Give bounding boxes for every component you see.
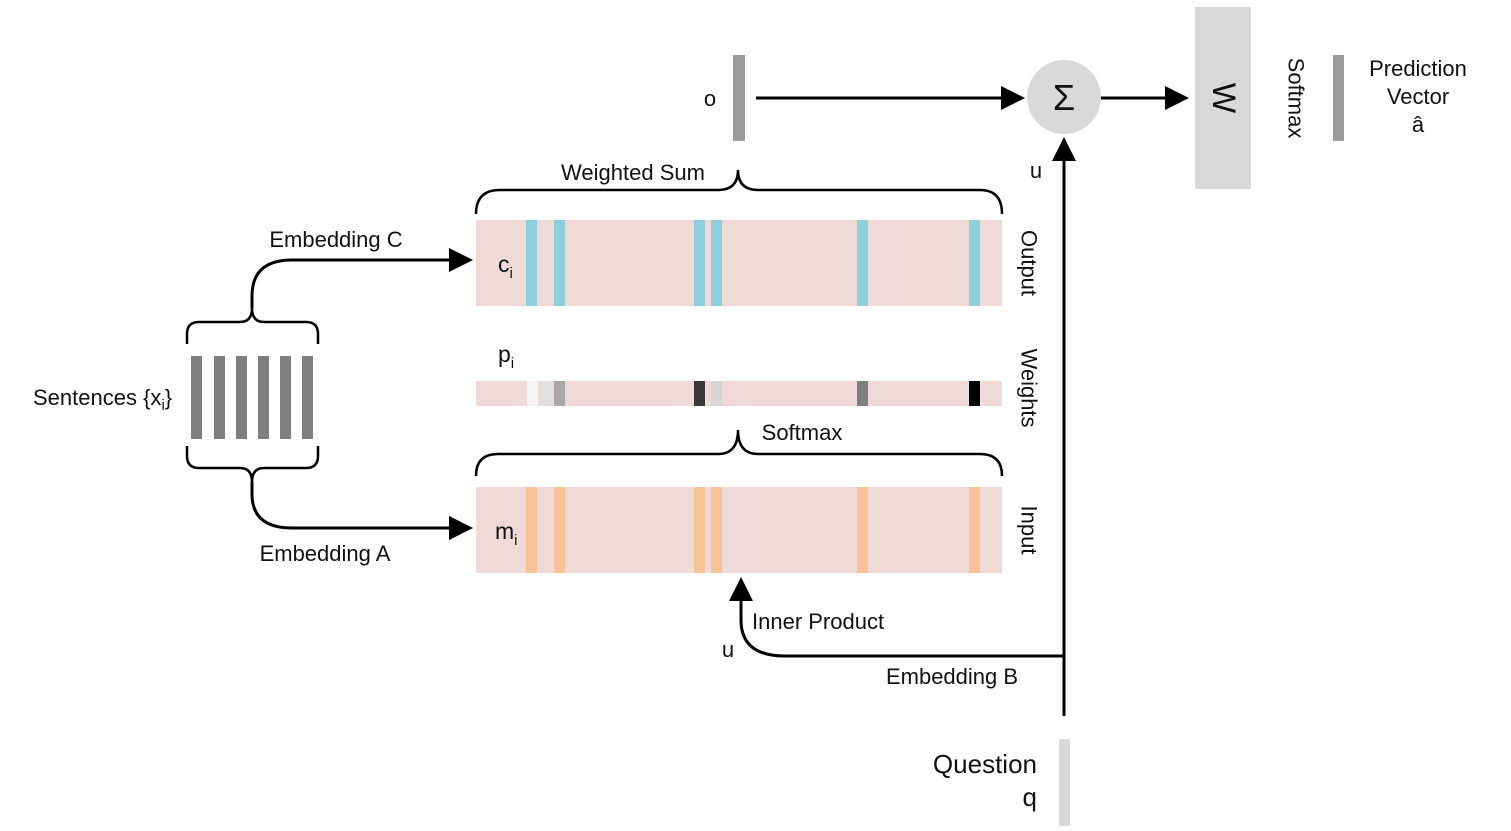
m-label: mi [495,518,518,549]
question-label-line1: Question [933,749,1037,779]
output-stripe [526,220,537,306]
input-label: Input [1017,506,1042,555]
u-bottom-label: u [722,637,734,662]
sentences-top-brace [185,307,320,344]
prediction-vector-bar [1333,55,1344,141]
w-matrix-block [1195,7,1251,189]
input-stripes [526,487,980,573]
prediction-label-line2: Vector [1387,84,1449,109]
c-label: ci [498,251,513,282]
input-stripe [526,487,537,573]
sum-node [1027,60,1101,134]
weight-cell [711,381,722,406]
input-stripe [554,487,565,573]
output-stripe [554,220,565,306]
output-stripe [969,220,980,306]
u-top-label: u [1030,158,1042,183]
sentence-bars [191,356,313,439]
embedding-a-arrow [250,482,473,540]
weight-cell [527,381,538,406]
weight-cells [527,381,980,406]
sentence-bar [280,356,291,439]
o-label: o [704,86,716,111]
embedding-c-arrow [250,248,473,308]
output-stripe [711,220,722,306]
weight-cell [694,381,705,406]
output-label: Output [1017,230,1042,296]
sentence-bar [236,356,247,439]
p-label: pi [498,341,514,372]
output-stripe [857,220,868,306]
inner-product-label: Inner Product [752,609,884,634]
sentence-bar [302,356,313,439]
softmax-mid-label: Softmax [762,420,843,445]
prediction-label-line3: â [1412,112,1425,137]
sentences-bottom-brace [185,446,320,483]
sigma-symbol: Σ [1053,77,1075,118]
question-label-line2: q [1023,782,1037,812]
embedding-b-label: Embedding B [886,664,1018,689]
input-stripe [711,487,722,573]
weight-cell [857,381,868,406]
input-stripe [969,487,980,573]
weight-cell [541,381,552,406]
input-stripe [694,487,705,573]
prediction-label-line1: Prediction [1369,56,1467,81]
softmax-brace [474,429,1004,477]
sentences-label: Sentences {xi} [33,385,172,414]
weights-label: Weights [1017,348,1042,427]
output-stripe [694,220,705,306]
sentence-bar [191,356,202,439]
weighted-sum-label: Weighted Sum [561,160,705,185]
o-vector-bar [733,55,745,141]
softmax-top-label: Softmax [1284,58,1309,139]
weight-cell [969,381,980,406]
sentence-bar [258,356,269,439]
weighted-sum-brace [474,169,1004,215]
sentence-bar [214,356,225,439]
weight-cell [554,381,565,406]
output-stripes [526,220,980,306]
w-label: W [1206,83,1242,114]
input-stripe [857,487,868,573]
embedding-c-label: Embedding C [269,227,402,252]
inner-product-arrow [729,577,1064,658]
question-vector-bar [1059,739,1070,826]
embedding-a-label: Embedding A [260,541,391,566]
